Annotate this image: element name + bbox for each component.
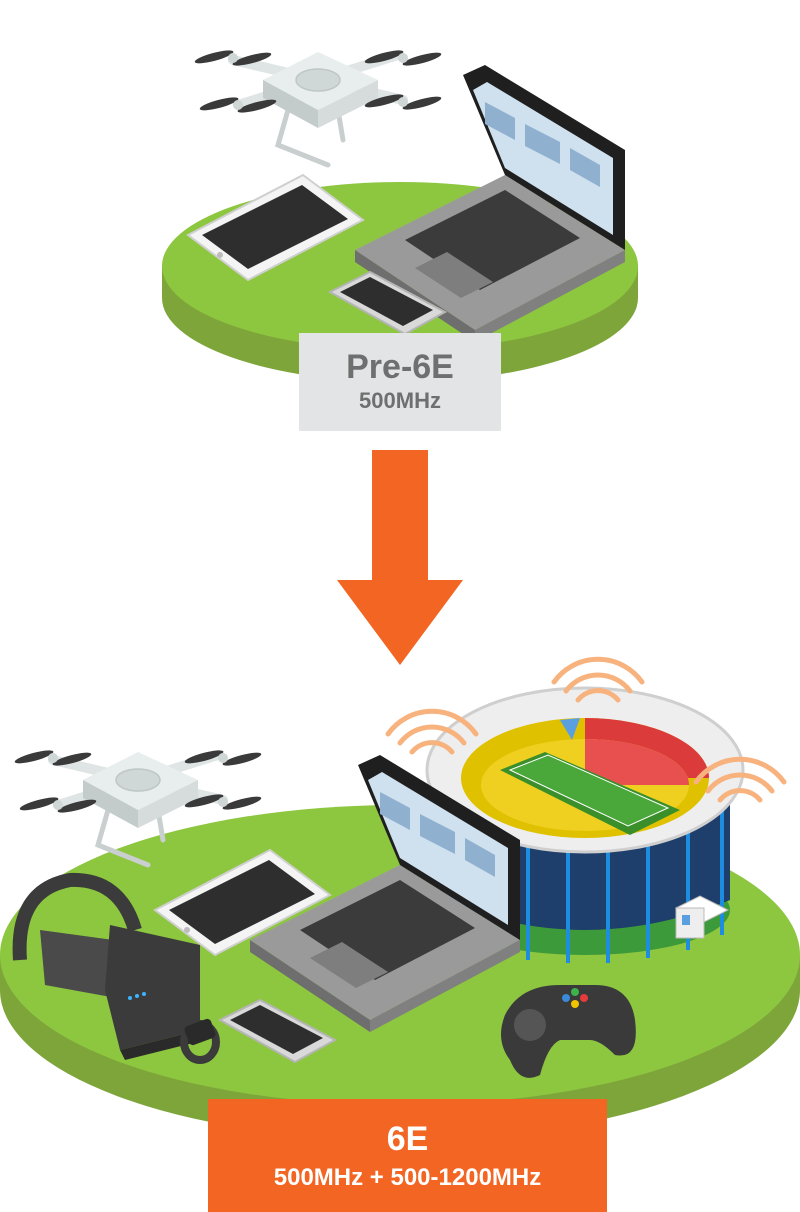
6e-label: 6E 500MHz + 500-1200MHz (208, 1099, 607, 1212)
pre-6e-title: Pre-6E (346, 348, 454, 386)
smartwatch-icon (180, 1018, 220, 1064)
6e-spectrum: 500MHz + 500-1200MHz (273, 1163, 542, 1191)
pre-6e-spectrum: 500MHz (359, 388, 441, 413)
gamepad-icon (501, 985, 636, 1078)
vr-headset-icon (12, 872, 205, 1060)
pre-6e-scene (162, 48, 638, 382)
6e-scene (0, 659, 800, 1140)
6e-title: 6E (386, 1119, 429, 1158)
pre-6e-label: Pre-6E 500MHz (299, 333, 501, 431)
transition-arrow (337, 450, 463, 665)
drone-icon (194, 48, 443, 165)
